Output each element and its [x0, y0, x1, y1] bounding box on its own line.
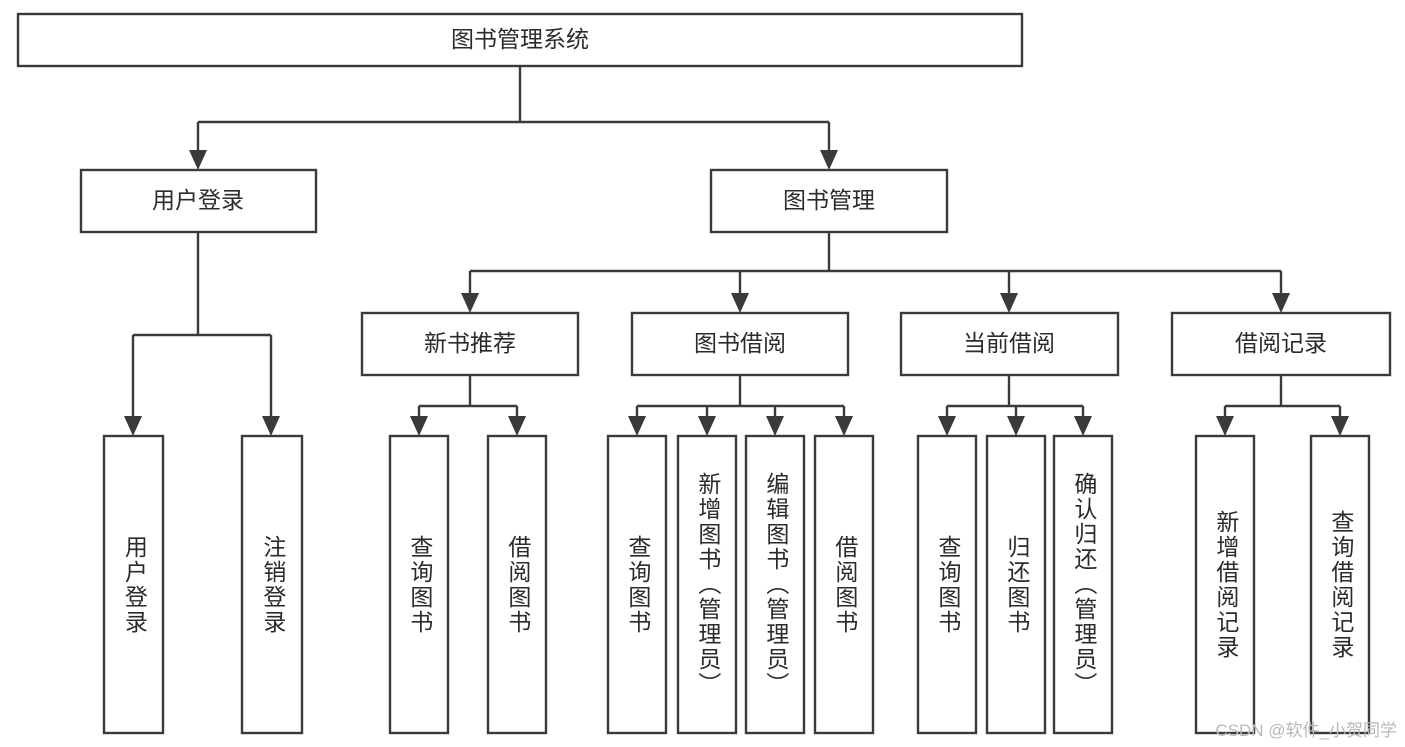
- leaf-box-borrow-record-1[interactable]: [1194, 434, 1256, 735]
- arrow-current-borrow-leaf-2: [1007, 416, 1025, 436]
- arrow-current-borrow-leaf-3: [1074, 416, 1092, 436]
- arrow-book-borrow-leaf-3: [766, 416, 784, 436]
- arrow-borrow-record-leaf-1: [1216, 416, 1234, 436]
- arrow-book-borrow-leaf-4: [835, 416, 853, 436]
- node-root-system[interactable]: 图书管理系统: [16, 12, 1024, 68]
- node-user-login[interactable]: 用户登录: [79, 168, 318, 234]
- arrow-book-manage-child-4: [1272, 293, 1290, 313]
- arrow-current-borrow-leaf-1: [938, 416, 956, 436]
- node-borrow-record-label: 借阅记录: [1235, 330, 1327, 356]
- node-borrow-record-box[interactable]: [1170, 311, 1392, 377]
- node-borrow-record[interactable]: 借阅记录: [1170, 311, 1392, 377]
- node-new-book-recommend[interactable]: 新书推荐: [360, 311, 580, 377]
- arrow-book-manage-child-2: [731, 293, 749, 313]
- leaf-box-user-login-2[interactable]: [240, 434, 304, 735]
- leaf-box-new-book-2[interactable]: [486, 434, 548, 735]
- arrow-root-to-user-login: [189, 150, 207, 170]
- leaf-box-book-borrow-4[interactable]: [813, 434, 875, 735]
- arrow-borrow-record-leaf-2: [1331, 416, 1349, 436]
- node-new-book-recommend-label: 新书推荐: [424, 330, 516, 356]
- arrow-new-book-leaf-1: [410, 416, 428, 436]
- node-new-book-recommend-box[interactable]: [360, 311, 580, 377]
- node-book-manage-label: 图书管理: [783, 187, 875, 213]
- arrow-new-book-leaf-2: [508, 416, 526, 436]
- leaf-box-current-borrow-2[interactable]: [985, 434, 1047, 735]
- node-user-login-box[interactable]: [79, 168, 318, 234]
- node-book-manage-box[interactable]: [709, 168, 949, 234]
- leaf-box-new-book-1[interactable]: [388, 434, 450, 735]
- leaf-box-user-login-1[interactable]: [102, 434, 165, 735]
- leaf-box-current-borrow-1[interactable]: [916, 434, 978, 735]
- arrow-book-borrow-leaf-2: [698, 416, 716, 436]
- node-book-borrow-label: 图书借阅: [694, 330, 786, 356]
- node-book-borrow-box[interactable]: [630, 311, 850, 377]
- node-current-borrow[interactable]: 当前借阅: [899, 311, 1120, 377]
- node-book-manage[interactable]: 图书管理: [709, 168, 949, 234]
- arrow-root-to-book-manage: [820, 150, 838, 170]
- arrow-book-borrow-leaf-1: [628, 416, 646, 436]
- leaf-box-book-borrow-1[interactable]: [606, 434, 668, 735]
- node-user-login-label: 用户登录: [152, 187, 244, 213]
- leaf-box-current-borrow-3[interactable]: [1052, 434, 1114, 735]
- arrow-book-manage-child-1: [461, 293, 479, 313]
- arrow-book-manage-child-3: [1000, 293, 1018, 313]
- leaf-box-borrow-record-2[interactable]: [1309, 434, 1371, 735]
- node-current-borrow-box[interactable]: [899, 311, 1120, 377]
- node-root-system-box[interactable]: [16, 12, 1024, 68]
- arrow-user-login-leaf-2: [262, 416, 280, 436]
- connector-layer: [124, 66, 1349, 436]
- node-book-borrow[interactable]: 图书借阅: [630, 311, 850, 377]
- leaf-box-layer: [102, 434, 1371, 735]
- node-current-borrow-label: 当前借阅: [963, 330, 1055, 356]
- leaf-box-book-borrow-2[interactable]: [676, 434, 738, 735]
- node-root-system-label: 图书管理系统: [451, 26, 589, 52]
- arrow-user-login-leaf-1: [124, 416, 142, 436]
- leaf-box-book-borrow-3[interactable]: [744, 434, 806, 735]
